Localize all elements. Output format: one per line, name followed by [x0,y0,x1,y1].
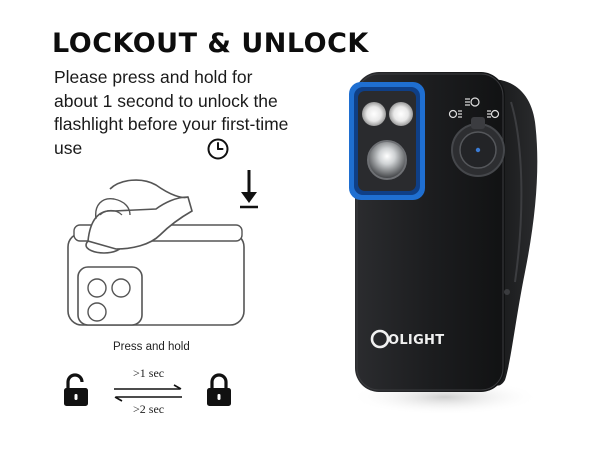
instruction-text: Please press and hold for about 1 second… [54,67,289,158]
lock-to-unlock-time: >1 sec [133,366,165,380]
toggle-arrows-icon [114,384,182,402]
page-title: LOCKOUT & UNLOCK [52,28,369,59]
hand-press-illustration [67,179,245,326]
flashlight-product-image [349,72,540,415]
unlocked-padlock-icon [64,373,88,406]
down-arrow-icon [240,170,258,209]
press-and-hold-label: Press and hold [113,341,190,353]
brand-logo-text: OLIGHT [388,333,445,348]
locked-padlock-icon [207,373,231,406]
clock-icon [207,138,229,160]
unlock-to-lock-time: >2 sec [133,402,165,416]
